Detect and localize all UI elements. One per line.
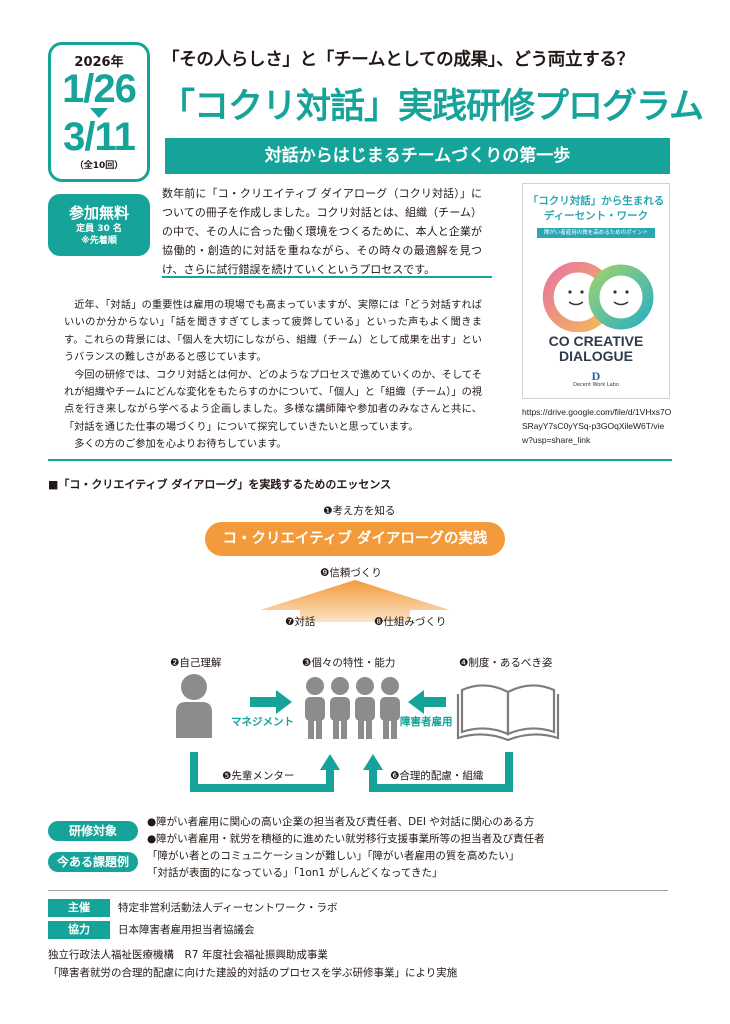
disability-employment-label: 障害者雇用	[400, 716, 453, 728]
divider	[48, 890, 668, 891]
target-line: ●障がい者雇用に関心の高い企業の担当者及び責任者、DEI や対話に関心のある方	[147, 816, 535, 828]
diagram-graphics	[176, 580, 560, 792]
target-tag: 研修対象	[48, 821, 138, 841]
booklet-title: 「コクリ対話」から生まれる ディーセント・ワーク	[523, 194, 669, 224]
issue-line: 「障がい者とのコミュニケーションが難しい」「障がい者雇用の質を高めたい」	[147, 850, 520, 862]
booklet-subtitle: 障がい者雇用の質を高めるためのポイント	[537, 228, 655, 238]
date-start: 1/26	[62, 67, 137, 111]
label-accommodation: ❻合理的配慮・組織	[390, 770, 484, 782]
publisher-logo: D Decent Work Labo	[523, 370, 669, 388]
cooperation-tag: 協力	[48, 921, 110, 939]
diagram-title: ■「コ・クリエイティブ ダイアローグ」を実践するためのエッセンス	[48, 478, 392, 491]
booklet-cover: 「コクリ対話」から生まれる ディーセント・ワーク 障がい者雇用の質を高めるための…	[522, 183, 670, 399]
body-paragraph: 近年、「対話」の重要性は雇用の現場でも高まっていますが、実際には「どう対話すれば…	[64, 300, 482, 364]
booklet-co: CO CREATIVE	[548, 333, 644, 349]
booklet-title-line2: ディーセント・ワーク	[543, 210, 649, 222]
logo-text: Decent Work Labo	[573, 382, 619, 388]
host-tag: 主催	[48, 899, 110, 917]
tagline-banner: 対話からはじまるチームづくりの第一歩	[165, 138, 670, 174]
management-label: マネジメント	[231, 716, 294, 728]
logo-mark: D	[591, 369, 601, 383]
co-logo-icon	[542, 262, 654, 332]
body-paragraph: 今回の研修では、コクリ対話とは何か、どのようなプロセスで進めていくのか、そしてそ…	[64, 369, 482, 433]
book-icon	[456, 684, 560, 742]
body-text: 近年、「対話」の重要性は雇用の現場でも高まっていますが、実際には「どう対話すれば…	[64, 297, 482, 454]
cooperation-name: 日本障害者雇用担当者協議会	[118, 924, 255, 936]
mentor-loop-arrow	[190, 752, 340, 792]
project-line: 「障害者就労の合理的配慮に向けた建設的対話のプロセスを学ぶ研修事業」により実施	[48, 967, 458, 979]
label-system: ❽仕組みづくり	[374, 616, 447, 628]
date-end: 3/11	[63, 115, 136, 159]
up-arrow-icon	[260, 580, 450, 622]
booklet-link[interactable]: https://drive.google.com/file/d/1VHxs7OS…	[522, 407, 672, 445]
session-count: （全10回）	[74, 161, 124, 171]
arrow-left-icon	[408, 690, 446, 714]
first-come-note: ※先着順	[81, 236, 117, 246]
issues-tag: 今ある課題例	[48, 852, 138, 872]
divider	[162, 276, 492, 278]
booklet-dialogue: DIALOGUE	[559, 348, 633, 364]
group-icon	[305, 677, 400, 739]
label-characteristics: ❸個々の特性・能力	[302, 657, 396, 669]
divider	[48, 459, 672, 461]
label-trust: ❾信頼づくり	[320, 567, 382, 579]
date-year: 2026年	[74, 55, 124, 70]
date-badge: 2026年 1/26 3/11 （全10回）	[48, 42, 150, 182]
target-line: ●障がい者雇用・就労を積極的に進めたい就労移行支援事業所等の担当者及び責任者	[147, 833, 545, 845]
free-badge: 参加無料 定員 30 名 ※先着順	[48, 194, 150, 256]
booklet-title-line1: 「コクリ対話」から生まれる	[527, 195, 665, 207]
free-title: 参加無料	[68, 204, 129, 222]
accommodation-loop-arrow	[363, 752, 513, 792]
capacity: 定員 30 名	[76, 224, 122, 234]
label-self-understanding: ❷自己理解	[170, 657, 222, 669]
label-dialogue: ❼対話	[285, 616, 316, 628]
label-know-concept: ❶考え方を知る	[323, 505, 396, 517]
issue-line: 「対話が表面的になっている」「1on1 がしんどくなってきた」	[147, 867, 443, 879]
label-mentor: ❺先輩メンター	[222, 770, 295, 782]
label-institution: ❹制度・あるべき姿	[459, 657, 553, 669]
page-title: 「コクリ対話」実践研修プログラム	[160, 87, 704, 127]
intro-text: 数年前に「コ・クリエイティブ ダイアローグ（コクリ対話）」についての冊子を作成し…	[162, 187, 482, 276]
grant-line: 独立行政法人福祉医療機構 R7 年度社会福祉振興助成事業	[48, 949, 328, 961]
subheading: 「その人らしさ」と「チームとしての成果」、どう両立する？	[162, 50, 634, 70]
body-paragraph: 多くの方のご参加を心よりお待ちしています。	[74, 439, 287, 451]
booklet-co-text: CO CREATIVE DIALOGUE	[523, 334, 669, 364]
down-arrow-icon	[90, 108, 108, 118]
arrow-right-icon	[250, 690, 292, 714]
person-icon	[176, 674, 212, 738]
practice-pill: コ・クリエイティブ ダイアローグの実践	[205, 522, 505, 556]
host-name: 特定非営利活動法人ディーセントワーク・ラボ	[118, 902, 338, 914]
